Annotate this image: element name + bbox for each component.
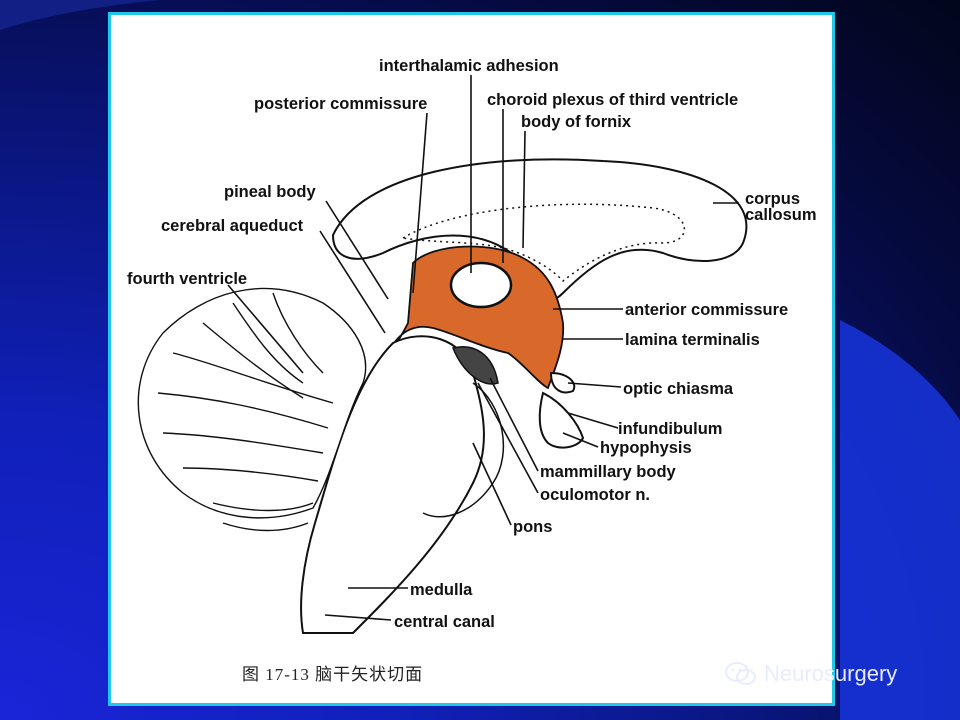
hypophysis-shape xyxy=(538,391,585,449)
label-optic-chiasma: optic chiasma xyxy=(623,380,734,398)
pons-contour xyxy=(422,382,505,518)
figure-caption: 图 17-13 脑干矢状切面 xyxy=(242,665,424,684)
label-oculomotor-n: oculomotor n. xyxy=(540,486,650,504)
label-posterior-commissure: posterior commissure xyxy=(254,95,427,113)
label-infundibulum: infundibulum xyxy=(618,420,722,438)
label-corpus: corpus xyxy=(745,190,800,208)
label-fourth-ventricle: fourth ventricle xyxy=(127,270,247,288)
corpus-callosum-shape xyxy=(331,158,748,302)
mammillary-body-shape xyxy=(451,346,499,385)
watermark: Neurosurgery xyxy=(724,660,897,688)
label-central-canal: central canal xyxy=(394,613,495,631)
label-medulla: medulla xyxy=(410,581,473,599)
label-anterior-commissure: anterior commissure xyxy=(625,301,788,319)
label-cerebral-aqueduct: cerebral aqueduct xyxy=(161,217,304,235)
label-body-of-fornix: body of fornix xyxy=(521,113,632,131)
wechat-icon xyxy=(725,662,756,685)
label-mammillary-body: mammillary body xyxy=(540,463,677,481)
interthalamic-adhesion-shape xyxy=(449,261,513,309)
label-pons: pons xyxy=(513,518,552,536)
label-callosum: callosum xyxy=(745,206,817,224)
watermark-text: Neurosurgery xyxy=(764,661,898,686)
label-interthalamic-adhesion: interthalamic adhesion xyxy=(379,57,559,75)
label-lamina-terminalis: lamina terminalis xyxy=(625,331,760,349)
label-hypophysis: hypophysis xyxy=(600,439,692,457)
brainstem-sagittal-diagram: interthalamic adhesion posterior commiss… xyxy=(127,57,817,634)
leader-lines xyxy=(227,75,739,621)
optic-chiasma-shape xyxy=(549,371,576,394)
cerebellum-shape xyxy=(137,287,367,532)
label-choroid-plexus: choroid plexus of third ventricle xyxy=(487,91,738,109)
label-pineal-body: pineal body xyxy=(224,183,317,201)
diagram-frame: interthalamic adhesion posterior commiss… xyxy=(108,12,835,706)
